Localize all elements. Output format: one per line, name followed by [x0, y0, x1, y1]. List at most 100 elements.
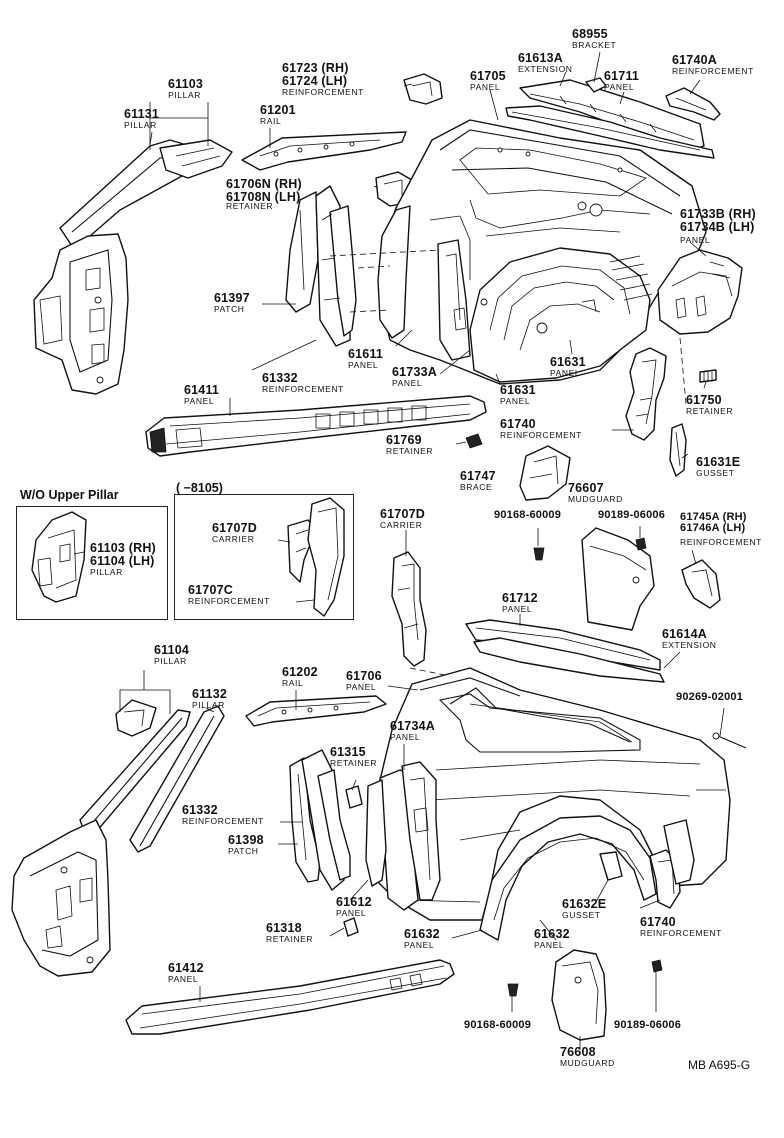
reinforcement-61332-drawing — [315, 185, 357, 347]
reference-code: MB A695-G — [688, 1058, 751, 1072]
retainer-61769-drawing — [465, 433, 483, 449]
mudguard-76608-drawing — [507, 949, 663, 1041]
patch-61397-drawing — [285, 191, 319, 313]
inset-box-upper-pillar-title: W/O Upper Pillar — [20, 488, 119, 502]
label-61723-name: REINFORCEMENT — [282, 87, 364, 97]
gusset-61631e-drawing — [669, 423, 687, 477]
carrier-61707d-drawing — [391, 551, 461, 679]
rail-61202-drawing — [245, 695, 387, 727]
reinforcement-61740-lower-drawing — [649, 819, 695, 909]
reinforcement-61740-upper-drawing — [625, 347, 667, 441]
bracket-68955-drawing — [585, 77, 607, 93]
label-61706n-name: RETAINER — [226, 201, 274, 211]
fastener-90269-drawing — [712, 732, 747, 749]
rail-61201-drawing — [241, 131, 407, 171]
reinforcement-61740a-drawing — [665, 87, 721, 121]
label-90168-upper: 90168-60009 — [494, 509, 562, 521]
pillar-61103-inset-drawing — [31, 511, 87, 603]
gusset-61632e-drawing — [599, 851, 623, 881]
carrier-61707d-inset-drawing — [287, 497, 345, 617]
reinforcement-61745a-drawing — [681, 559, 721, 609]
mudguard-76607-drawing — [533, 527, 655, 631]
panel-61734a-drawing — [379, 761, 441, 911]
retainer-61318-drawing — [343, 917, 359, 937]
panel-61412-drawing — [125, 959, 455, 1035]
label-61733b: 61733B (RH)61734B (LH) — [680, 207, 756, 234]
label-61745a: 61745A (RH)61746A (LH) — [680, 511, 747, 534]
panel-61632-drawing — [479, 815, 657, 941]
retainer-61750-drawing — [699, 369, 717, 383]
brace-61747-drawing — [519, 445, 571, 501]
panel-61733b-drawing — [657, 249, 743, 405]
label-61745a-name: REINFORCEMENT — [680, 537, 762, 547]
label-90168-lower: 90168-60009 — [464, 1019, 532, 1031]
reinforcement-61332-lower-drawing — [301, 749, 351, 891]
panel-61711-drawing — [505, 105, 715, 159]
inset-box-upper-pillar — [16, 506, 168, 620]
label-90269: 90269-02001 — [676, 691, 744, 703]
label-61723: 61723 (RH)61724 (LH) — [282, 61, 349, 88]
label-90189-lower: 90189-06006 — [614, 1019, 682, 1031]
retainer-61315-drawing — [345, 785, 363, 809]
label-61706n: 61706N (RH)61708N (LH) — [226, 177, 302, 204]
label-61103-inset: 61103 (RH)61104 (LH) — [90, 541, 156, 568]
panel-61706-drawing — [371, 667, 731, 921]
panel-61612-drawing — [365, 779, 387, 887]
label-61103-inset-name: PILLAR — [90, 567, 123, 577]
panel-61411-drawing — [145, 395, 487, 457]
label-90189-upper: 90189-06006 — [598, 509, 666, 521]
inset-box-date — [174, 494, 354, 620]
reinforcement-61723-drawing — [403, 73, 443, 105]
extension-61614a-drawing — [473, 637, 665, 683]
pillar-61104-drawing — [11, 699, 225, 977]
label-61733b-name: PANEL — [680, 235, 711, 245]
inset-box-date-title: ( −8105) — [176, 481, 223, 495]
panel-61705-drawing — [329, 119, 707, 385]
extension-61613a-drawing — [519, 79, 705, 151]
leader-lines — [73, 51, 725, 1050]
pillar-61131-drawing — [33, 112, 233, 395]
